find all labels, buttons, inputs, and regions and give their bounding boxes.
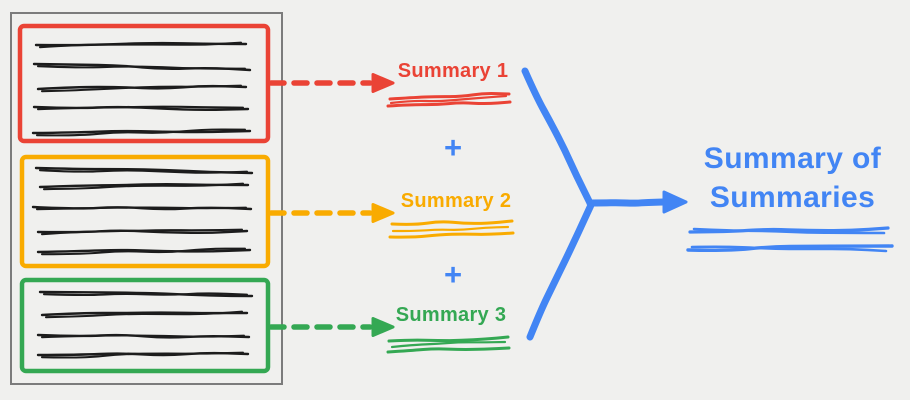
- document-section-1-box: [17, 23, 271, 144]
- summary-1-label: Summary 1: [397, 60, 509, 82]
- result-title-line2: Summaries: [709, 181, 876, 214]
- document-outline: [10, 12, 283, 385]
- merge-lines: [521, 67, 595, 341]
- summary-2-underline-scribble: [388, 219, 515, 239]
- summary-3-underline-scribble: [386, 335, 511, 354]
- document-section-2-scribbles: [31, 166, 254, 256]
- summary-1-dashed-arrow-icon: [268, 73, 395, 93]
- summary-3-dashed-arrow-icon: [268, 317, 395, 337]
- plus-icon-2: +: [443, 257, 463, 292]
- document-section-3-scribbles: [36, 290, 254, 359]
- summary-2-dashed-arrow-icon: [268, 203, 395, 223]
- result-underline-scribble: [686, 226, 894, 253]
- document-section-2-box: [19, 154, 271, 269]
- document-section-3-box: [19, 277, 271, 374]
- summary-2-label: Summary 2: [400, 190, 512, 212]
- plus-icon-1: +: [443, 130, 463, 165]
- summary-of-summaries-title: Summary of Summaries: [685, 139, 900, 217]
- result-title-line1: Summary of: [703, 142, 882, 175]
- document-section-1-scribbles: [31, 41, 252, 137]
- summary-3-label: Summary 3: [395, 304, 507, 326]
- result-arrow-icon: [586, 190, 688, 214]
- summary-1-underline-scribble: [386, 91, 512, 108]
